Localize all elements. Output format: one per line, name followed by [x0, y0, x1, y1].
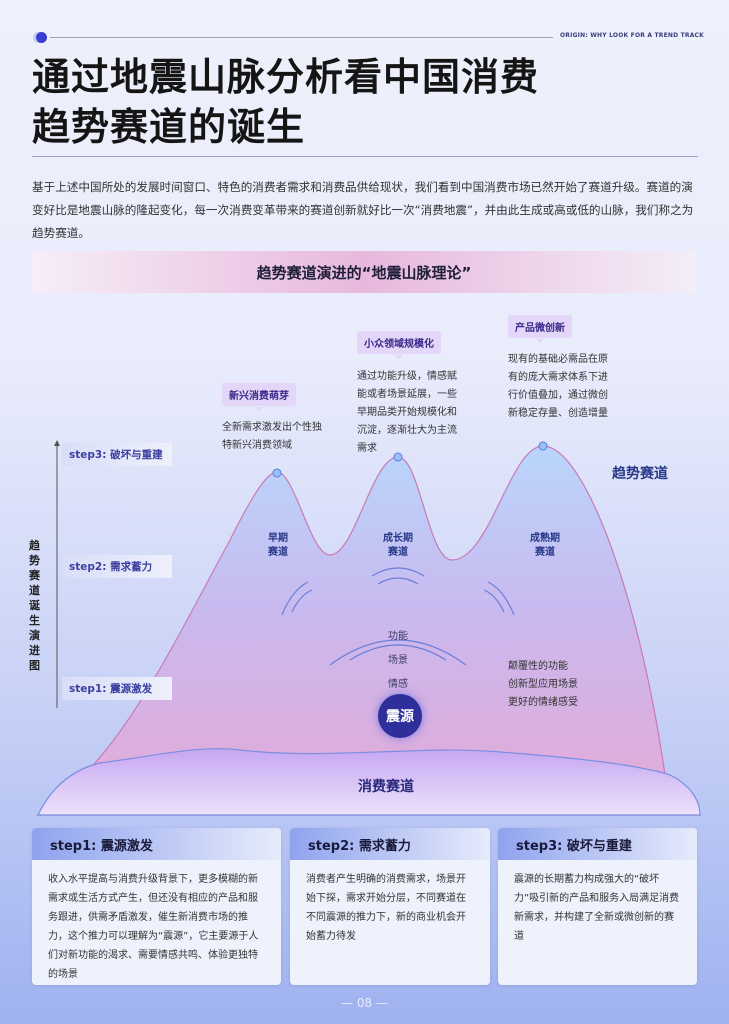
wave-scene: 场景: [388, 655, 408, 666]
peak3-tag: 产品微创新: [508, 315, 572, 343]
step3-card: step3: 破坏与重建震源的长期蓄力构成强大的“破坏力”吸引新的产品和服务入局…: [498, 828, 697, 985]
header-dot-icon: [36, 32, 47, 43]
card-body: 消费者产生明确的消费需求，场景开始下探，需求开始分层，不同赛道在不同震源的推力下…: [306, 874, 466, 942]
axis-step1: step1: 震源激发: [62, 677, 172, 700]
trend-track-label: 趋势赛道: [612, 466, 668, 482]
peak1-tag: 新兴消费萌芽: [222, 383, 296, 411]
axis-step3: step3: 破坏与重建: [62, 443, 172, 466]
intro-paragraph: 基于上述中国所处的发展时间窗口、特色的消费者需求和消费品供给现状，我们看到中国消…: [32, 180, 694, 240]
effect-item: 更好的情绪感受: [508, 697, 578, 708]
step1-card: step1: 震源激发收入水平提高与消费升级背景下，更多模糊的新需求或生活方式产…: [32, 828, 281, 985]
epicenter-badge: 震源: [378, 694, 422, 738]
page-title: 通过地震山脉分析看中国消费趋势赛道的诞生: [32, 52, 539, 152]
header-rule: [50, 37, 553, 38]
title-line-2: 趋势赛道的诞生: [32, 105, 306, 149]
peak3-desc: 现有的基础必需品在原有的庞大需求体系下进行价值叠加，通过微创新稳定存量、创造增量: [508, 354, 608, 419]
trend-mountain: [36, 445, 702, 816]
section-tag: ORIGIN: WHY LOOK FOR A TREND TRACK: [560, 32, 704, 39]
page-number: — 08 —: [341, 996, 388, 1010]
card-title: step2: 需求蓄力: [290, 828, 490, 860]
peak1-desc: 全新需求激发出个性独特新兴消费领域: [222, 422, 322, 451]
growth-track-label: 成长期 赛道: [383, 533, 413, 558]
diagram-banner: 趋势赛道演进的“地震山脉理论”: [32, 251, 696, 293]
card-title: step1: 震源激发: [32, 828, 281, 860]
wave-function: 功能: [388, 631, 408, 642]
card-body: 收入水平提高与消费升级背景下，更多模糊的新需求或生活方式产生，但还没有相应的产品…: [48, 874, 259, 980]
peak-dot: [393, 452, 403, 462]
mature-track-label: 成熟期 赛道: [530, 533, 560, 558]
effect-item: 创新型应用场景: [508, 679, 578, 690]
effects-list: 颠覆性的功能 创新型应用场景 更好的情绪感受: [508, 658, 618, 712]
peak-dot: [272, 468, 282, 478]
consumer-hill: [37, 748, 701, 816]
title-divider: [32, 156, 698, 157]
early-track-label: 早期 赛道: [268, 533, 288, 558]
axis-title: 趋势赛道诞生演进图: [29, 539, 40, 672]
card-body: 震源的长期蓄力构成强大的“破坏力”吸引新的产品和服务入局满足消费新需求，并构建了…: [514, 874, 680, 942]
title-line-1: 通过地震山脉分析看中国消费: [32, 55, 540, 99]
effect-item: 颠覆性的功能: [508, 661, 568, 672]
wave-emotion: 情感: [388, 679, 408, 690]
peak2-desc: 通过功能升级，情感赋能或者场景延展，一些早期品类开始规模化和沉淀，逐渐壮大为主流…: [357, 371, 457, 454]
step2-card: step2: 需求蓄力消费者产生明确的消费需求，场景开始下探，需求开始分层，不同…: [290, 828, 490, 985]
consumer-track-label: 消费赛道: [358, 779, 414, 795]
card-title: step3: 破坏与重建: [498, 828, 697, 860]
mountain-diagram: [36, 440, 702, 816]
axis-arrow-icon: [54, 440, 60, 446]
axis-step2: step2: 需求蓄力: [62, 555, 172, 578]
peak2-tag: 小众领域规模化: [357, 331, 441, 359]
wave-arcs-icon: [281, 567, 515, 666]
peak-dot: [538, 441, 548, 451]
